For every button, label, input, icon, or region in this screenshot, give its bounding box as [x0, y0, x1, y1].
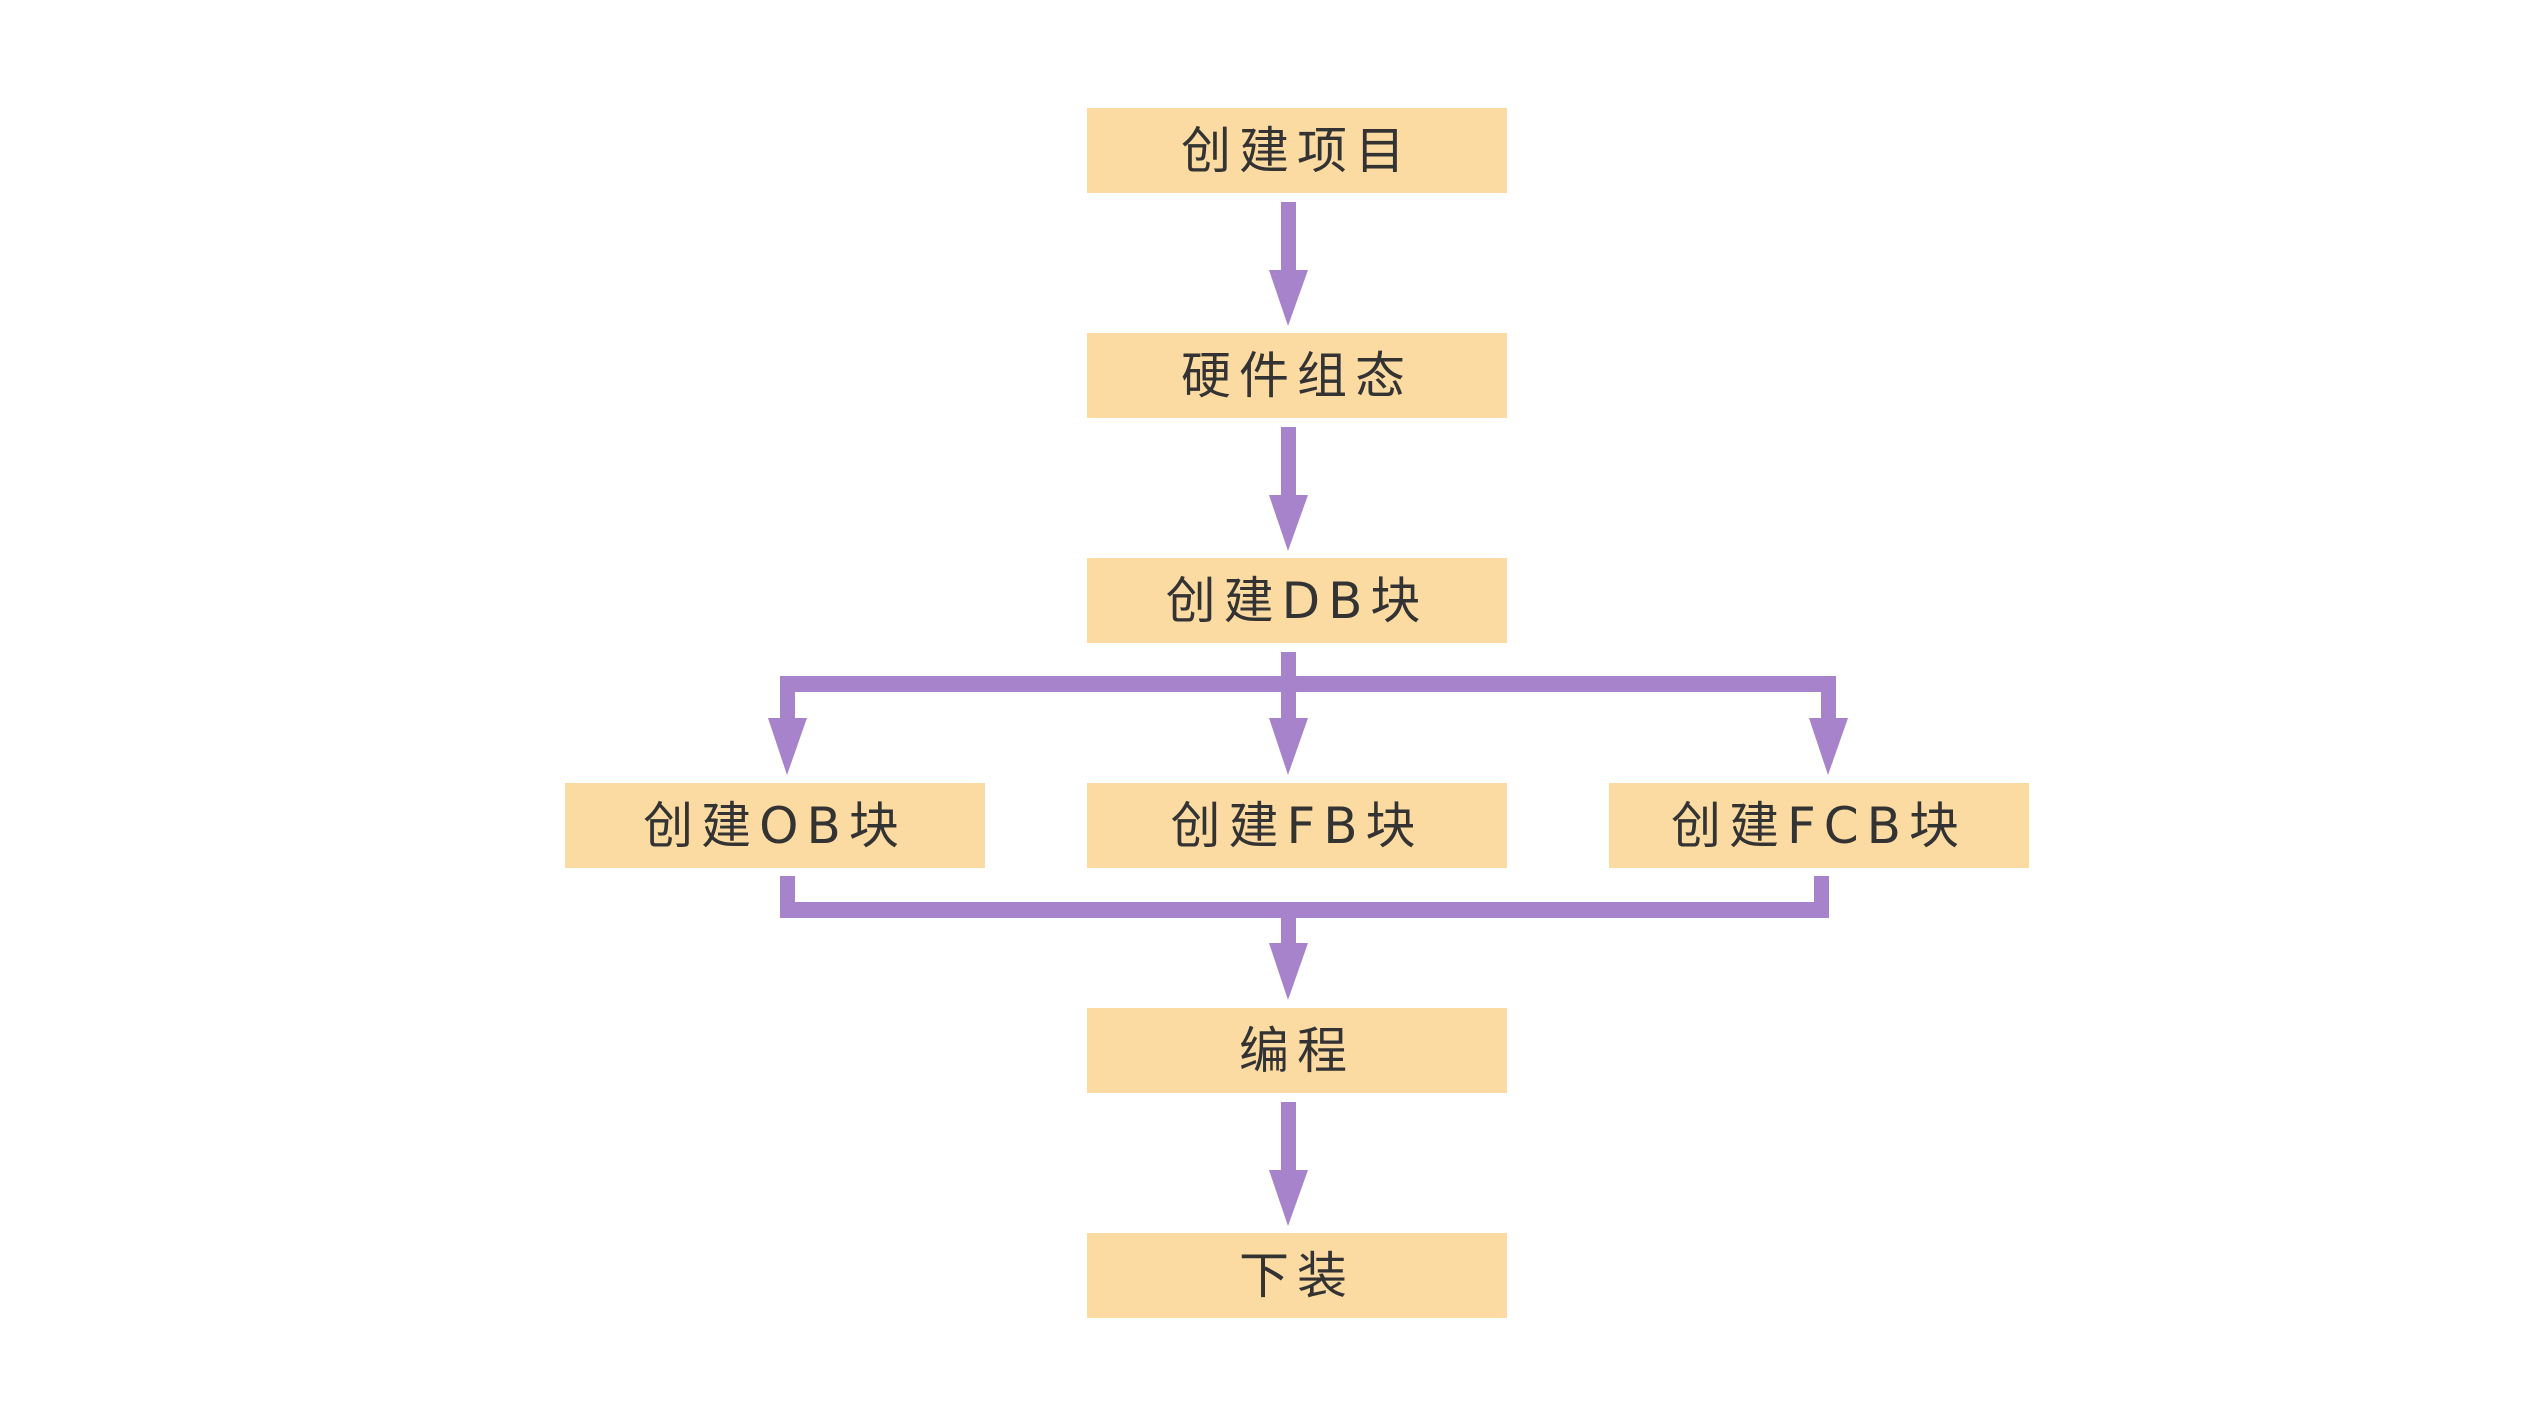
node-label: 下装	[1239, 1247, 1355, 1305]
node-create-fb: 创建FB块	[1087, 783, 1507, 868]
node-programming: 编程	[1087, 1008, 1507, 1093]
node-download: 下装	[1087, 1233, 1507, 1318]
arrow-merge-to-programming	[780, 876, 1829, 1000]
arrow-db-branch	[768, 652, 1848, 775]
node-label: 编程	[1239, 1022, 1355, 1080]
node-create-db: 创建DB块	[1087, 558, 1507, 643]
arrow-hardware-to-db	[1269, 427, 1308, 551]
node-label: 创建项目	[1181, 122, 1413, 180]
node-label: 创建OB块	[643, 797, 907, 855]
node-create-project: 创建项目	[1087, 108, 1507, 193]
arrow-to-fcb	[1809, 718, 1848, 775]
arrow-to-fb	[1269, 718, 1308, 775]
node-hardware-config: 硬件组态	[1087, 333, 1507, 418]
arrow-project-to-hardware	[1269, 202, 1308, 326]
arrow-to-ob	[768, 718, 807, 775]
node-label: 创建DB块	[1166, 572, 1429, 630]
arrow-programming-to-download	[1269, 1102, 1308, 1226]
node-create-fcb: 创建FCB块	[1609, 783, 2029, 868]
node-label: 创建FCB块	[1671, 797, 1967, 855]
node-create-ob: 创建OB块	[565, 783, 985, 868]
node-label: 硬件组态	[1181, 347, 1413, 405]
node-label: 创建FB块	[1170, 797, 1423, 855]
